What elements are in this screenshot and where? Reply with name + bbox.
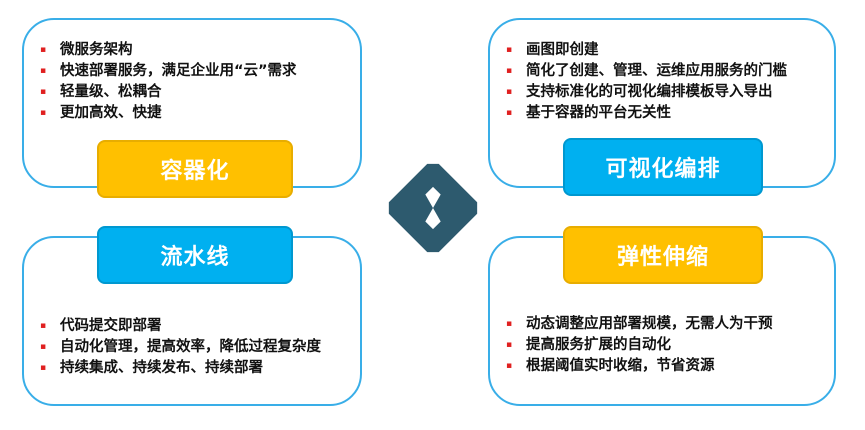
list-visual-orchestration: 画图即创建 简化了创建、管理、运维应用服务的门槛 支持标准化的可视化编排模板导入… [504, 40, 830, 124]
label-visual-orchestration: 可视化编排 [563, 138, 763, 196]
list-item: 基于容器的平台无关性 [504, 103, 830, 124]
list-item: 快速部署服务，满足企业用“云”需求 [38, 61, 356, 82]
list-item: 根据阈值实时收缩，节省资源 [504, 356, 830, 377]
list-item: 代码提交即部署 [38, 316, 356, 337]
list-item: 画图即创建 [504, 40, 830, 61]
list-item: 动态调整应用部署规模，无需人为干预 [504, 314, 830, 335]
card-visual-orchestration: 画图即创建 简化了创建、管理、运维应用服务的门槛 支持标准化的可视化编排模板导入… [488, 18, 836, 188]
list-item: 轻量级、松耦合 [38, 82, 356, 103]
list-autoscaling: 动态调整应用部署规模，无需人为干预 提高服务扩展的自动化 根据阈值实时收缩，节省… [504, 314, 830, 377]
label-pipeline: 流水线 [97, 226, 293, 284]
list-item: 微服务架构 [38, 40, 356, 61]
list-item: 更加高效、快捷 [38, 103, 356, 124]
list-item: 持续集成、持续发布、持续部署 [38, 358, 356, 379]
list-item: 支持标准化的可视化编排模板导入导出 [504, 82, 830, 103]
label-containerization: 容器化 [97, 140, 293, 198]
list-item: 提高服务扩展的自动化 [504, 335, 830, 356]
list-item: 自动化管理，提高效率，降低过程复杂度 [38, 337, 356, 358]
list-pipeline: 代码提交即部署 自动化管理，提高效率，降低过程复杂度 持续集成、持续发布、持续部… [38, 316, 356, 379]
label-autoscaling: 弹性伸缩 [563, 226, 763, 284]
diamond-logo-icon [388, 163, 478, 253]
list-containerization: 微服务架构 快速部署服务，满足企业用“云”需求 轻量级、松耦合 更加高效、快捷 [38, 40, 356, 124]
list-item: 简化了创建、管理、运维应用服务的门槛 [504, 61, 830, 82]
